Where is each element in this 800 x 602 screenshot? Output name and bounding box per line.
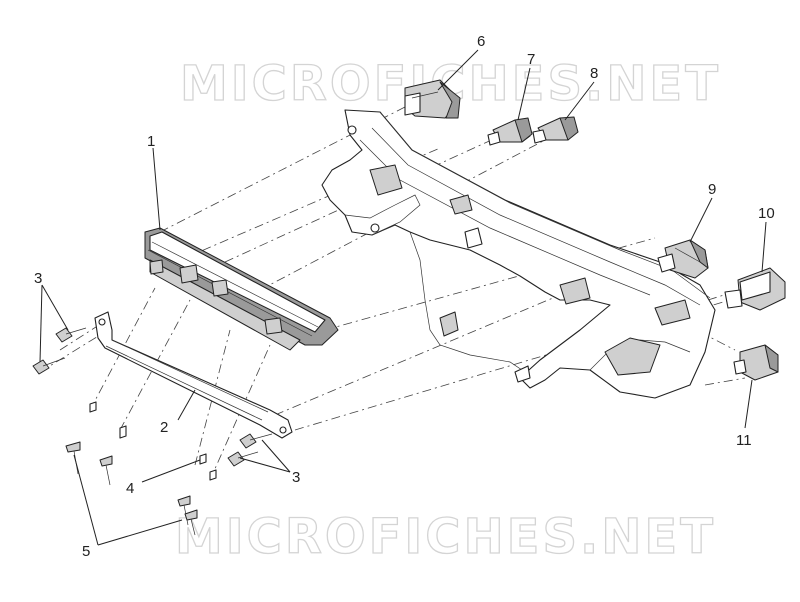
alignment-lines: [39, 106, 746, 481]
switch-connector-6: [404, 79, 461, 119]
callout-6: 6: [477, 33, 485, 50]
bulb-socket-7: [487, 117, 533, 146]
instrument-cluster: [144, 227, 339, 351]
switch-9: [657, 239, 709, 279]
callout-4: 4: [126, 480, 134, 497]
callout-5: 5: [82, 543, 90, 560]
callout-11: 11: [736, 432, 752, 449]
screws-5: [65, 441, 198, 536]
callout-8: 8: [590, 65, 598, 82]
switch-11: [733, 344, 779, 381]
socket-10: [724, 267, 786, 311]
clips-4: [89, 401, 217, 481]
callout-2: 2: [160, 419, 168, 436]
callout-7: 7: [527, 51, 535, 68]
screws-bottom: [227, 433, 273, 467]
callout-3-right: 3: [292, 469, 300, 486]
rear-frame-body: [321, 109, 716, 399]
callout-3-left: 3: [34, 270, 42, 287]
callout-10: 10: [758, 205, 775, 222]
screws-left: [32, 327, 87, 375]
bulb-socket-8: [532, 116, 579, 144]
callout-1: 1: [147, 133, 155, 150]
watermark-bottom: MICROFICHES.NET: [175, 509, 716, 565]
mounting-bracket: [94, 311, 293, 439]
callout-9: 9: [708, 181, 716, 198]
leader-lines: [39, 49, 767, 546]
